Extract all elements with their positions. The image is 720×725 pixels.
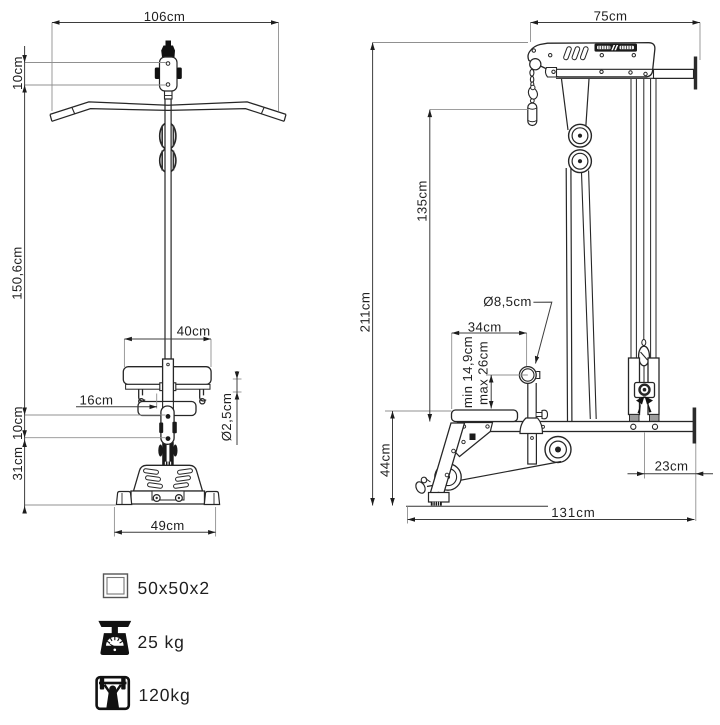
- svg-text:Ø8,5cm: Ø8,5cm: [483, 294, 532, 309]
- svg-text:106cm: 106cm: [144, 9, 186, 24]
- svg-text:16cm: 16cm: [80, 393, 114, 408]
- svg-text:131cm: 131cm: [551, 505, 596, 520]
- svg-text:25 kg: 25 kg: [138, 632, 185, 652]
- svg-text:max 26cm: max 26cm: [476, 341, 491, 405]
- svg-text:10cm: 10cm: [10, 406, 25, 440]
- svg-text:34cm: 34cm: [468, 319, 502, 334]
- svg-text:10cm: 10cm: [10, 56, 25, 90]
- svg-text:40cm: 40cm: [177, 324, 211, 339]
- svg-text:Ø2,5cm: Ø2,5cm: [219, 393, 234, 442]
- svg-text:75cm: 75cm: [594, 9, 628, 24]
- svg-text:211cm: 211cm: [358, 292, 373, 333]
- svg-text:135cm: 135cm: [415, 180, 430, 222]
- svg-text:44cm: 44cm: [378, 443, 393, 477]
- svg-text:120kg: 120kg: [139, 685, 191, 705]
- svg-text:150,6cm: 150,6cm: [10, 246, 25, 299]
- svg-text:31cm: 31cm: [10, 447, 25, 481]
- svg-text:50x50x2: 50x50x2: [138, 578, 210, 598]
- svg-text:23cm: 23cm: [655, 458, 689, 473]
- svg-text:49cm: 49cm: [151, 518, 185, 533]
- svg-text:min 14,9cm: min 14,9cm: [460, 336, 475, 408]
